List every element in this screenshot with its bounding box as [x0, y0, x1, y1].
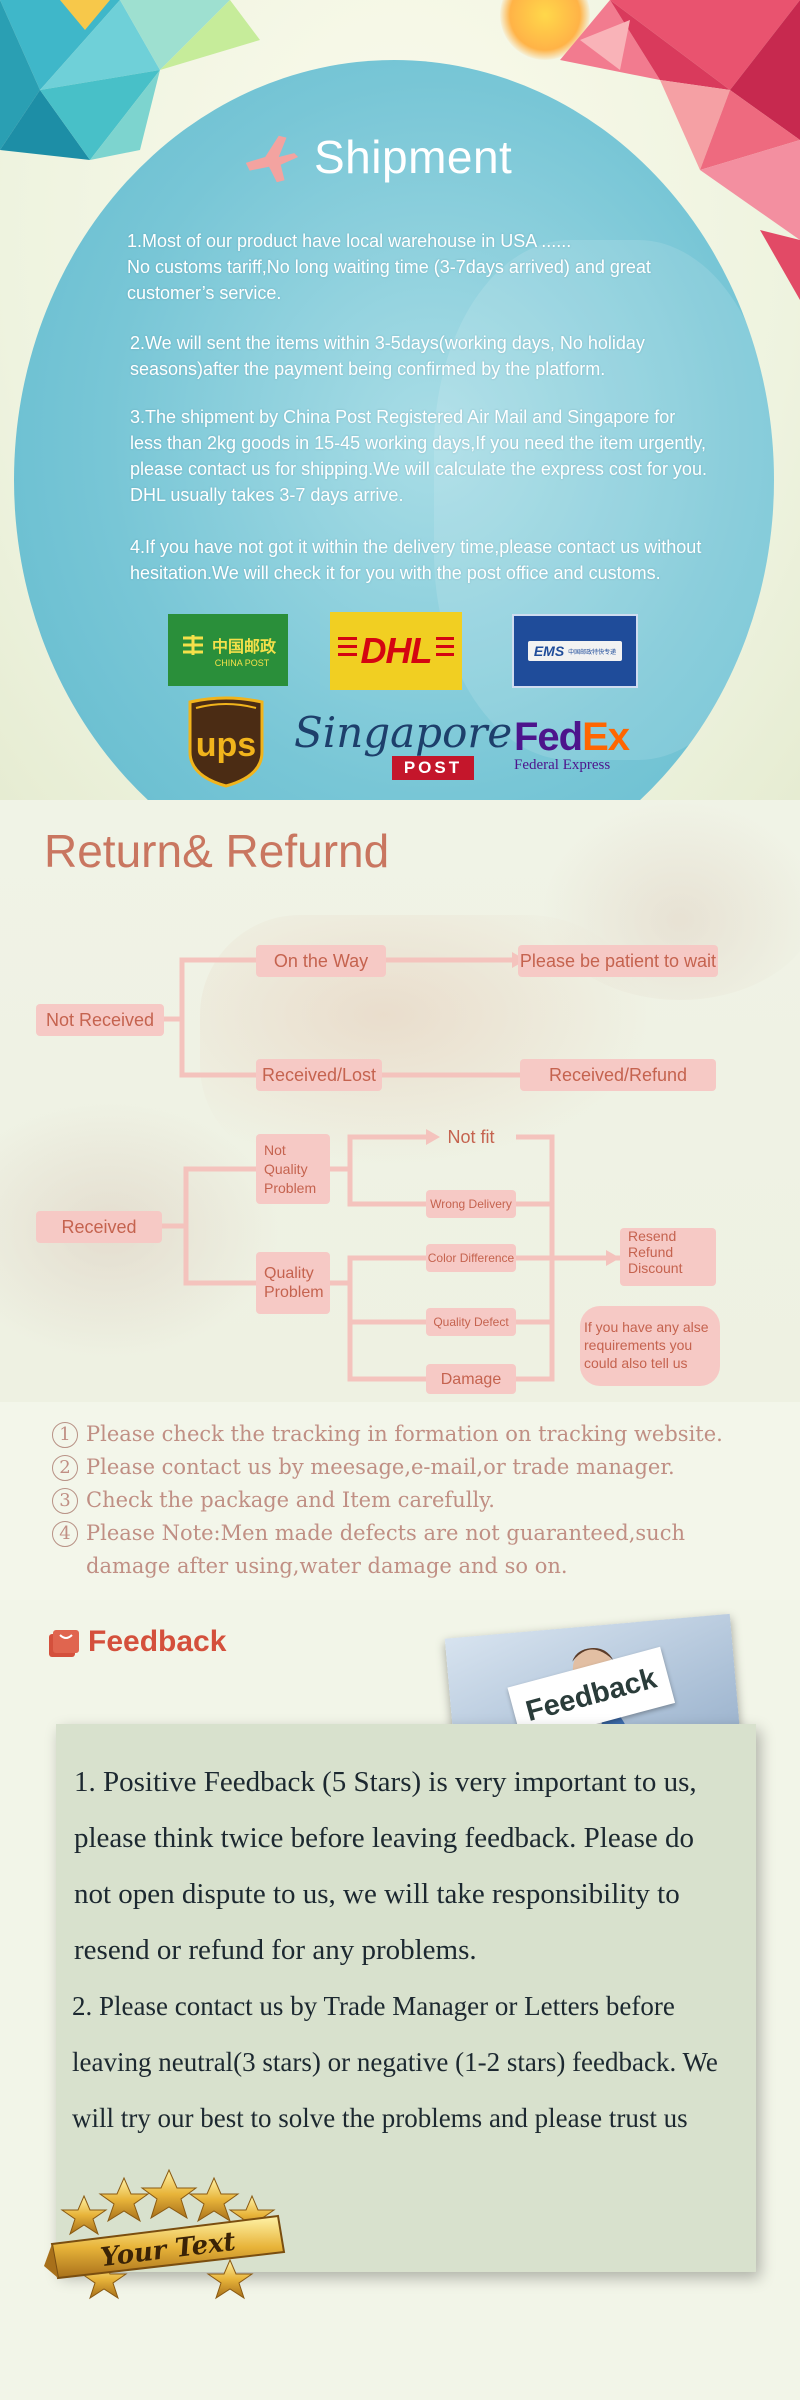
shopping-bag-icon: [49, 1630, 79, 1657]
box-received: Received: [36, 1211, 162, 1243]
ems-logo: EMS 中国邮政特快专递: [512, 614, 638, 688]
box-received-lost: Received/Lost: [256, 1059, 382, 1091]
box-not-received: Not Received: [36, 1004, 164, 1036]
box-damage: Damage: [426, 1364, 516, 1394]
fedex-logo: FedEx Federal Express: [514, 714, 630, 773]
box-on-the-way: On the Way: [256, 945, 386, 977]
feedback-paragraph-1: 1. Positive Feedback (5 Stars) is very i…: [74, 1766, 697, 1966]
box-color-difference: Color Difference: [426, 1244, 516, 1272]
star-ribbon-badge: Your Text: [44, 2168, 286, 2300]
feedback-section: Feedback Feedback 1. Positive Feedback (…: [0, 1600, 800, 2400]
shipment-paragraph-2: 2.We will sent the items within 3-5days(…: [130, 333, 645, 379]
box-quality-defect: Quality Defect: [426, 1308, 516, 1336]
box-not-fit: Not fit: [447, 1126, 495, 1147]
box-be-patient: Please be patient to wait: [518, 945, 718, 977]
feedback-title: Feedback: [88, 1625, 227, 1658]
other-requirements-bubble: If you have any alse requirements you co…: [580, 1306, 720, 1386]
singapore-post-logo: Singapore POST: [294, 708, 512, 782]
shipment-heading: Shipment: [240, 122, 512, 192]
ups-logo: ups: [186, 696, 266, 788]
airplane-icon: [245, 135, 299, 183]
decorative-polygons-top-left: [0, 0, 260, 160]
box-received-refund: Received/Refund: [520, 1059, 716, 1091]
dhl-logo: DHL: [330, 612, 462, 690]
refund-title: Return& Refurnd: [44, 825, 390, 877]
feedback-heading: Feedback: [46, 1622, 226, 1662]
shipment-paragraph-4: 4.If you have not got it within the deli…: [130, 537, 702, 583]
china-post-logo: 中国邮政 CHINA POST: [168, 614, 288, 686]
shipment-section: Shipment 1.Most of our product have loca…: [0, 0, 800, 800]
decorative-polygons-top-right: [560, 0, 800, 300]
box-not-quality-problem: Not Quality Problem: [256, 1134, 330, 1204]
box-wrong-delivery: Wrong Delivery: [426, 1190, 516, 1218]
shipment-paragraph-3: 3.The shipment by China Post Registered …: [130, 407, 707, 505]
shipment-title: Shipment: [314, 131, 513, 183]
box-quality-problem: Quality Problem: [256, 1252, 330, 1314]
box-resend-refund-discount: Resend Refund Discount: [620, 1228, 716, 1286]
return-refund-section: Return& Refurnd: [0, 800, 800, 1402]
feedback-paragraph-2: 2. Please contact us by Trade Manager or…: [72, 1991, 718, 2133]
china-post-emblem-icon: [182, 635, 203, 655]
shipment-paragraph-1: 1.Most of our product have local warehou…: [127, 231, 651, 303]
note-item-4-continuation: damage after using,water damage and so o…: [86, 1554, 568, 1578]
ups-shield-icon: [188, 696, 264, 788]
